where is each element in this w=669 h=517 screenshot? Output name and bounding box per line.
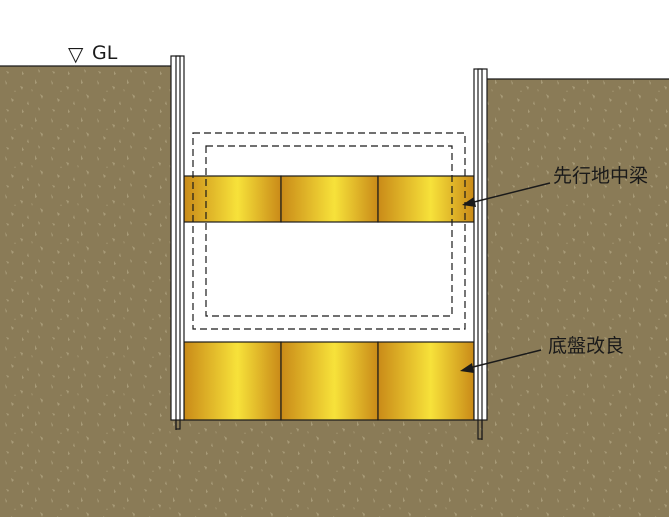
pre-beam-arrowhead <box>462 197 476 207</box>
left-wall-outer <box>170 55 185 421</box>
soil-bottom <box>171 420 487 517</box>
bottom-column <box>377 341 475 421</box>
right-wall-outer <box>473 68 488 421</box>
bottom-improvement-callout: 底盤改良 <box>460 335 624 373</box>
beam-column <box>280 175 379 223</box>
bottom-improvement-arrowhead <box>460 363 474 373</box>
bottom-improvement-block <box>183 341 475 421</box>
inner-dashed-outline <box>205 145 453 317</box>
soil <box>0 65 669 517</box>
pre-beam-label: 先行地中梁 <box>553 165 648 187</box>
beam-column <box>183 175 282 223</box>
planned-structure-outline <box>192 132 466 330</box>
pre-beam-callout: 先行地中梁 <box>462 165 648 207</box>
bottom-column <box>280 341 379 421</box>
gl-symbol: ▽ <box>68 42 84 66</box>
ground-level-marker: ▽ GL <box>68 42 118 66</box>
right-wall-inner <box>477 68 483 440</box>
bottom-improvement-leader <box>468 349 542 369</box>
gl-label: GL <box>92 42 118 64</box>
soil-right <box>487 79 669 517</box>
pre-beam-leader <box>469 182 551 204</box>
pre-beam-block <box>183 175 475 223</box>
beam-column <box>377 175 475 223</box>
soil-left <box>0 66 171 517</box>
bottom-column <box>183 341 282 421</box>
bottom-improvement-label: 底盤改良 <box>548 335 624 357</box>
left-wall-inner <box>175 55 181 430</box>
retaining-walls <box>170 55 488 440</box>
outer-dashed-outline <box>192 132 466 330</box>
